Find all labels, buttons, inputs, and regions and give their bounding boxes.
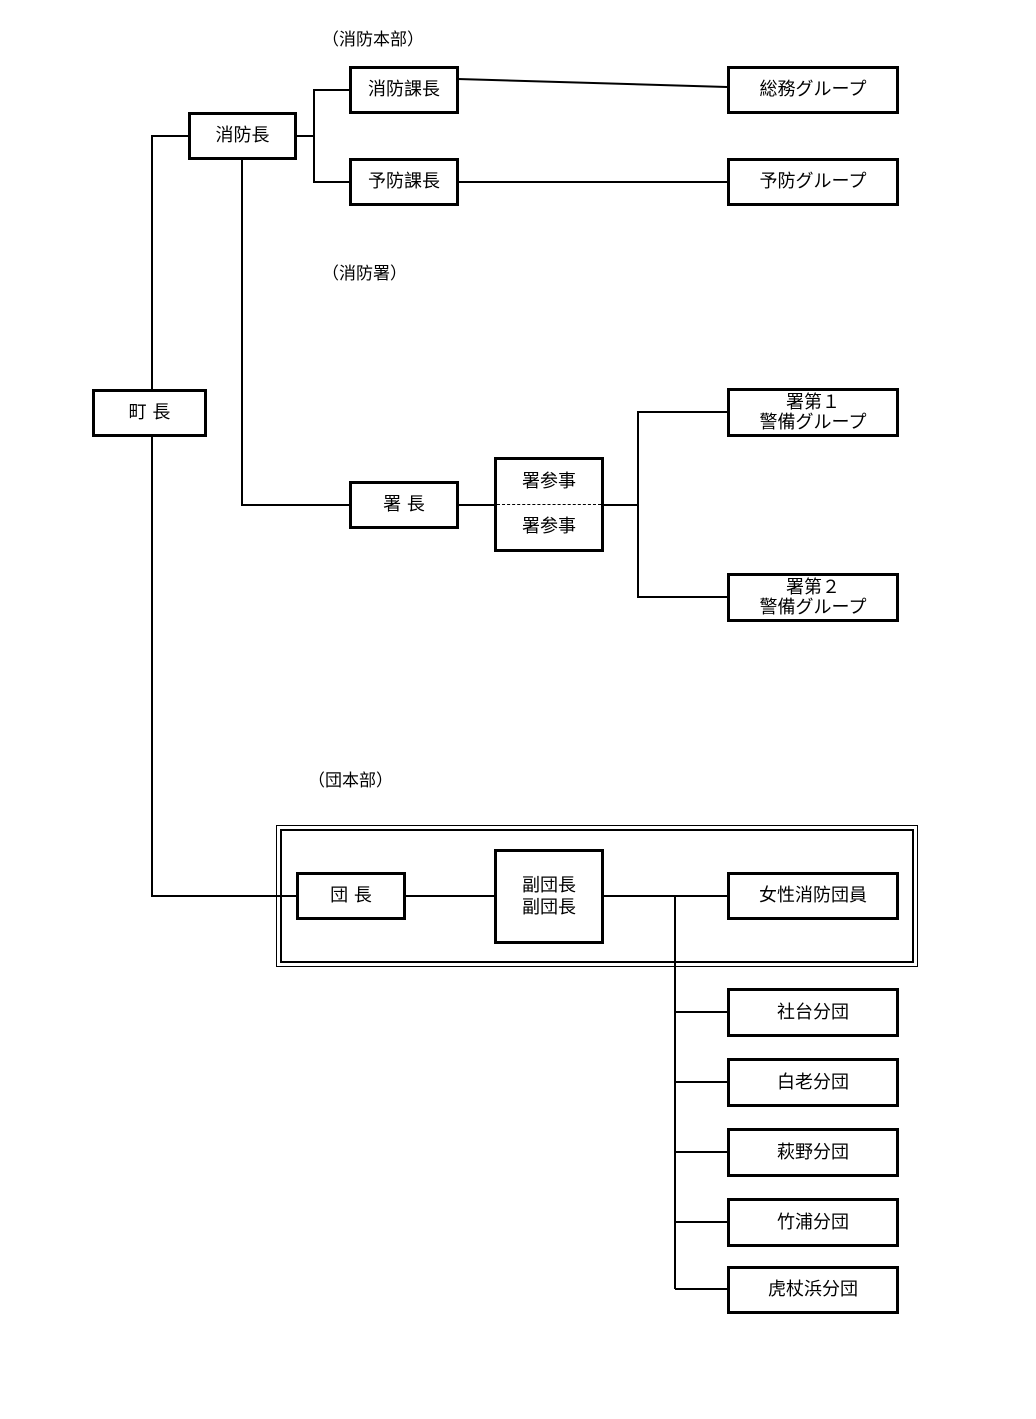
node-station-counselors: 署参事 署参事 xyxy=(494,457,604,552)
node-fire-section-chief-label: 消防課長 xyxy=(368,79,440,100)
node-vice-chief-2-label: 副団長 xyxy=(522,896,576,918)
line-branch-security-groups xyxy=(637,411,727,598)
node-general-affairs-group-label: 総務グループ xyxy=(759,79,867,100)
node-station-counselor-1-label: 署参事 xyxy=(522,470,576,492)
node-mayor-label: 町 長 xyxy=(128,402,171,423)
node-station-counselor-1: 署参事 xyxy=(497,460,601,505)
node-station-chief: 署 長 xyxy=(349,481,459,529)
node-prevention-group-label: 予防グループ xyxy=(759,171,867,192)
node-kojohama-branch: 虎杖浜分団 xyxy=(727,1266,899,1314)
corps-hq-frame-outer xyxy=(276,825,918,967)
node-security-group-1-line1: 署第１ xyxy=(786,391,840,413)
node-shiraoi-branch-label: 白老分団 xyxy=(777,1071,849,1093)
node-shadai-branch-label: 社台分団 xyxy=(777,1001,849,1023)
node-security-group-1-line2: 警備グループ xyxy=(759,411,867,433)
node-takeura-branch: 竹浦分団 xyxy=(727,1198,899,1247)
node-fire-chief-label: 消防長 xyxy=(215,125,270,146)
node-security-group-1: 署第１ 警備グループ xyxy=(727,388,899,437)
section-label-hq: （消防本部） xyxy=(322,30,424,50)
section-label-corps-hq: （団本部） xyxy=(308,771,393,791)
node-hagino-branch: 萩野分団 xyxy=(727,1128,899,1177)
line-mayor-to-corps xyxy=(151,436,296,897)
line-fire-section-to-general xyxy=(457,78,728,88)
node-hagino-branch-label: 萩野分団 xyxy=(777,1141,849,1163)
node-corps-chief: 団 長 xyxy=(296,872,406,920)
node-shiraoi-branch: 白老分団 xyxy=(727,1058,899,1107)
corps-hq-frame-inner xyxy=(280,829,914,963)
node-women-members: 女性消防団員 xyxy=(727,872,899,920)
line-branch-section-chiefs xyxy=(313,89,349,183)
section-label-station: （消防署） xyxy=(322,264,407,284)
node-station-chief-label: 署 長 xyxy=(383,494,425,515)
node-security-group-2-line2: 警備グループ xyxy=(759,596,867,618)
node-shadai-branch: 社台分団 xyxy=(727,988,899,1037)
node-prevention-group: 予防グループ xyxy=(727,158,899,206)
node-prevention-section-chief-label: 予防課長 xyxy=(368,171,440,192)
node-women-members-label: 女性消防団員 xyxy=(759,885,867,906)
node-vice-chiefs: 副団長 副団長 xyxy=(494,849,604,944)
node-security-group-2-line1: 署第２ xyxy=(786,576,840,598)
node-security-group-2: 署第２ 警備グループ xyxy=(727,573,899,622)
node-general-affairs-group: 総務グループ xyxy=(727,66,899,114)
node-corps-chief-label: 団 長 xyxy=(330,885,372,906)
node-station-counselor-2-label: 署参事 xyxy=(522,515,576,537)
line-fire-chief-to-station xyxy=(241,158,349,506)
node-kojohama-branch-label: 虎杖浜分団 xyxy=(768,1279,858,1300)
node-fire-section-chief: 消防課長 xyxy=(349,66,459,114)
node-takeura-branch-label: 竹浦分団 xyxy=(777,1211,849,1233)
node-mayor: 町 長 xyxy=(92,389,207,437)
node-vice-chief-1-label: 副団長 xyxy=(522,874,576,896)
node-station-counselor-2: 署参事 xyxy=(497,505,601,550)
line-mayor-to-fire-chief xyxy=(151,135,188,389)
node-prevention-section-chief: 予防課長 xyxy=(349,158,459,206)
node-fire-chief: 消防長 xyxy=(188,112,297,160)
